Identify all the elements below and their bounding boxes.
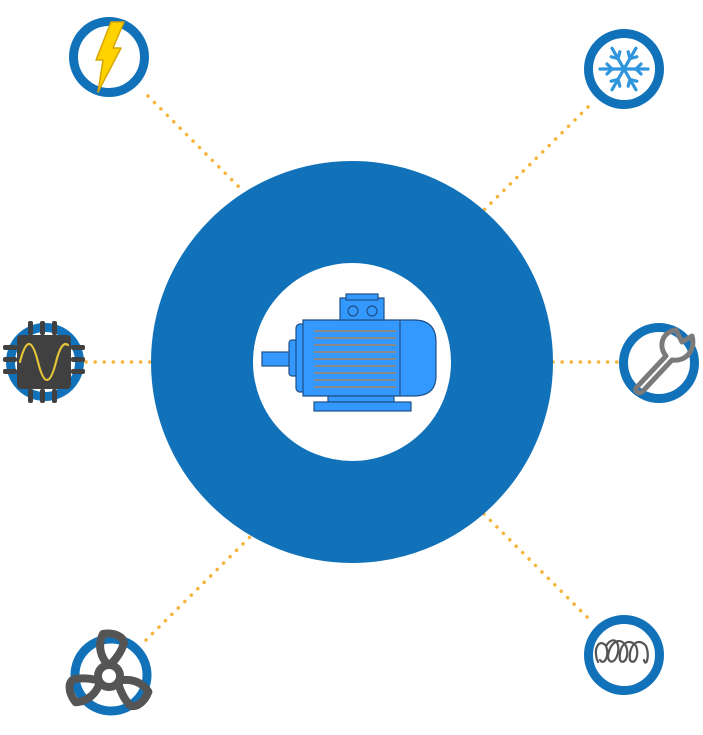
center-ring	[151, 161, 553, 563]
snowflake-icon	[598, 46, 650, 92]
heating-node	[584, 615, 664, 695]
cooling-node	[584, 29, 664, 109]
heating-coil-icon	[594, 639, 649, 664]
ventilation-node	[65, 629, 153, 716]
connector-power	[146, 94, 242, 190]
microchip-sine-wave-icon	[3, 321, 85, 403]
power-node	[69, 17, 149, 97]
connector-heating	[482, 512, 590, 620]
electric-motor-icon	[261, 293, 437, 412]
lightning-bolt-icon	[95, 21, 125, 93]
connector-cooling	[482, 105, 590, 212]
maintenance-node	[619, 323, 699, 403]
fan-icon	[65, 629, 153, 711]
connectors	[84, 94, 623, 642]
wrench-icon	[633, 327, 696, 396]
electronics-node	[3, 321, 85, 403]
connector-ventilation	[144, 533, 254, 642]
